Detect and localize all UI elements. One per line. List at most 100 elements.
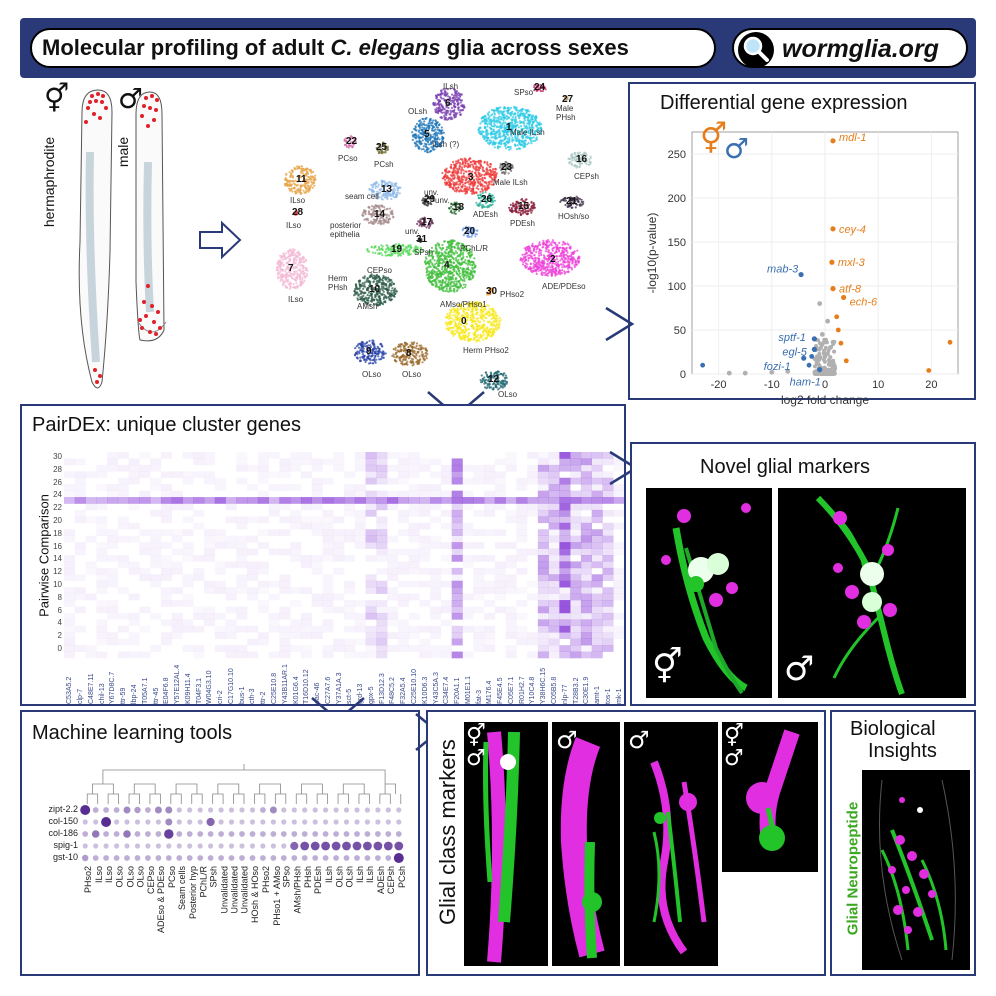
pairdex-gene-label: F32A5.4	[400, 677, 408, 704]
volcano-point	[820, 342, 825, 347]
volcano-point	[831, 342, 836, 347]
umap-cluster-label-22: PCso	[338, 154, 358, 163]
ml-column-label: HOsh & HOso	[250, 866, 261, 924]
ml-dot	[333, 831, 339, 837]
pairdex-ytick: 4	[57, 618, 62, 628]
ml-dot	[187, 843, 193, 849]
ml-title: Machine learning tools	[32, 722, 233, 744]
ml-dot	[218, 819, 224, 825]
ml-dot	[312, 819, 318, 825]
ml-dot	[375, 831, 381, 837]
ml-dot	[291, 831, 298, 837]
umap-cluster-19	[366, 243, 424, 257]
volcano-point	[822, 366, 827, 371]
umap-cluster-label-12: OLso	[498, 390, 518, 399]
pairdex-gene-label: W04G3.10	[206, 670, 214, 704]
ml-dot	[280, 855, 287, 861]
ml-dot	[92, 807, 99, 813]
ml-dot	[249, 831, 256, 837]
volcano-point-mxl-3	[829, 259, 835, 265]
ml-dot	[312, 807, 318, 813]
ml-dot	[164, 829, 174, 839]
ml-dot	[301, 831, 308, 837]
website-text[interactable]: wormglia.org	[782, 35, 939, 63]
ml-column-label: SPsh	[208, 866, 219, 888]
pairdex-gene-label: E04F6.8	[163, 677, 171, 704]
ml-dot	[260, 843, 266, 849]
volcano-gene-label: atf-8	[839, 284, 862, 296]
ml-dot	[249, 855, 256, 861]
website-pill[interactable]: wormglia.org	[732, 28, 968, 68]
pairdex-gene-label: C53A5.2	[66, 676, 74, 704]
ml-dot	[331, 841, 341, 851]
pairdex-gene-label: Y10C4.8	[529, 676, 537, 704]
bio-image	[862, 770, 970, 970]
ml-dot	[134, 831, 141, 837]
volcano-point	[835, 327, 841, 333]
umap-cluster-number-4: 4	[444, 260, 450, 271]
ml-dot	[291, 819, 297, 825]
ml-dot	[207, 855, 214, 861]
ml-dot	[165, 818, 173, 826]
pairdex-gene-label: Y43B11AR.1	[281, 664, 289, 704]
novel-image-herm: ⚥	[646, 488, 772, 698]
volcano-point	[742, 370, 748, 376]
umap-cluster-label-7: ILso	[288, 295, 304, 304]
ml-column-label: Unvalidated	[240, 866, 250, 914]
umap-cluster-26	[475, 191, 496, 209]
volcano-gene-label: mxl-3	[838, 257, 866, 269]
pairdex-gene-label: clp-7	[77, 688, 85, 704]
umap-cluster-30	[486, 287, 495, 296]
umap-cluster-number-18: 18	[453, 202, 465, 213]
ml-dendrogram	[86, 764, 402, 804]
ml-dot	[260, 831, 266, 837]
ml-column-label: ILsh	[354, 866, 365, 884]
ml-dot	[394, 841, 404, 851]
volcano-gene-label: cey-4	[839, 224, 866, 236]
umap-cluster-21	[559, 195, 585, 209]
ml-column-label: ADEso & PDEso	[156, 866, 167, 934]
ml-dot	[343, 807, 350, 813]
ml-column-label: OLso	[135, 866, 146, 888]
volcano-point-fozi-1	[801, 355, 807, 361]
ml-dot	[395, 831, 402, 837]
ml-dot	[197, 855, 204, 861]
banner-title-italic: C. elegans	[330, 35, 441, 60]
umap-cluster-label-9: OLso	[362, 370, 382, 379]
volcano-point	[814, 371, 819, 376]
pairdex-gene-label: lbp-24	[131, 684, 138, 704]
pairdex-gene-label: F20A1.1	[454, 677, 462, 704]
ml-dot	[354, 831, 360, 837]
ml-dot	[343, 855, 350, 861]
umap-cluster-number-0: 0	[461, 316, 467, 327]
pairdex-ytick: 12	[53, 567, 62, 577]
volcano-point	[726, 370, 732, 376]
ml-dot	[145, 807, 151, 813]
umap-cluster-4	[423, 239, 477, 293]
volcano-ytick: 100	[668, 281, 686, 293]
umap-cluster-label-10: AMsh	[357, 302, 378, 311]
pairdex-ytick: 26	[53, 477, 62, 487]
umap-cluster-17	[416, 216, 434, 229]
glial-class-panel: Glial class markers ⚥♂ ♂ ♂	[426, 710, 826, 976]
ml-gene-label: zipt-2.2	[48, 804, 78, 814]
ml-dot	[207, 831, 214, 837]
pairdex-gene-label: C05E7.1	[507, 676, 515, 704]
ml-dot	[364, 855, 371, 861]
ml-dot	[312, 855, 319, 861]
umap-cluster-label-4: AMso/PHso1	[440, 300, 487, 309]
pairdex-gene-label: ttr-2	[260, 691, 268, 704]
umap-cluster-7	[275, 248, 309, 290]
pairdex-gene-label: fat-3	[475, 689, 483, 704]
umap-cluster-number-14: 14	[374, 209, 386, 220]
umap-cluster-12	[479, 370, 509, 391]
ml-dot	[176, 831, 183, 837]
umap-cluster-number-26: 26	[481, 194, 493, 205]
ml-dot	[249, 843, 256, 849]
ml-dot	[270, 831, 277, 837]
volcano-point	[829, 359, 834, 364]
ml-column-label: PHso2	[83, 866, 94, 894]
ml-column-label: Unvalidated	[219, 866, 230, 914]
ml-dot	[218, 831, 225, 837]
